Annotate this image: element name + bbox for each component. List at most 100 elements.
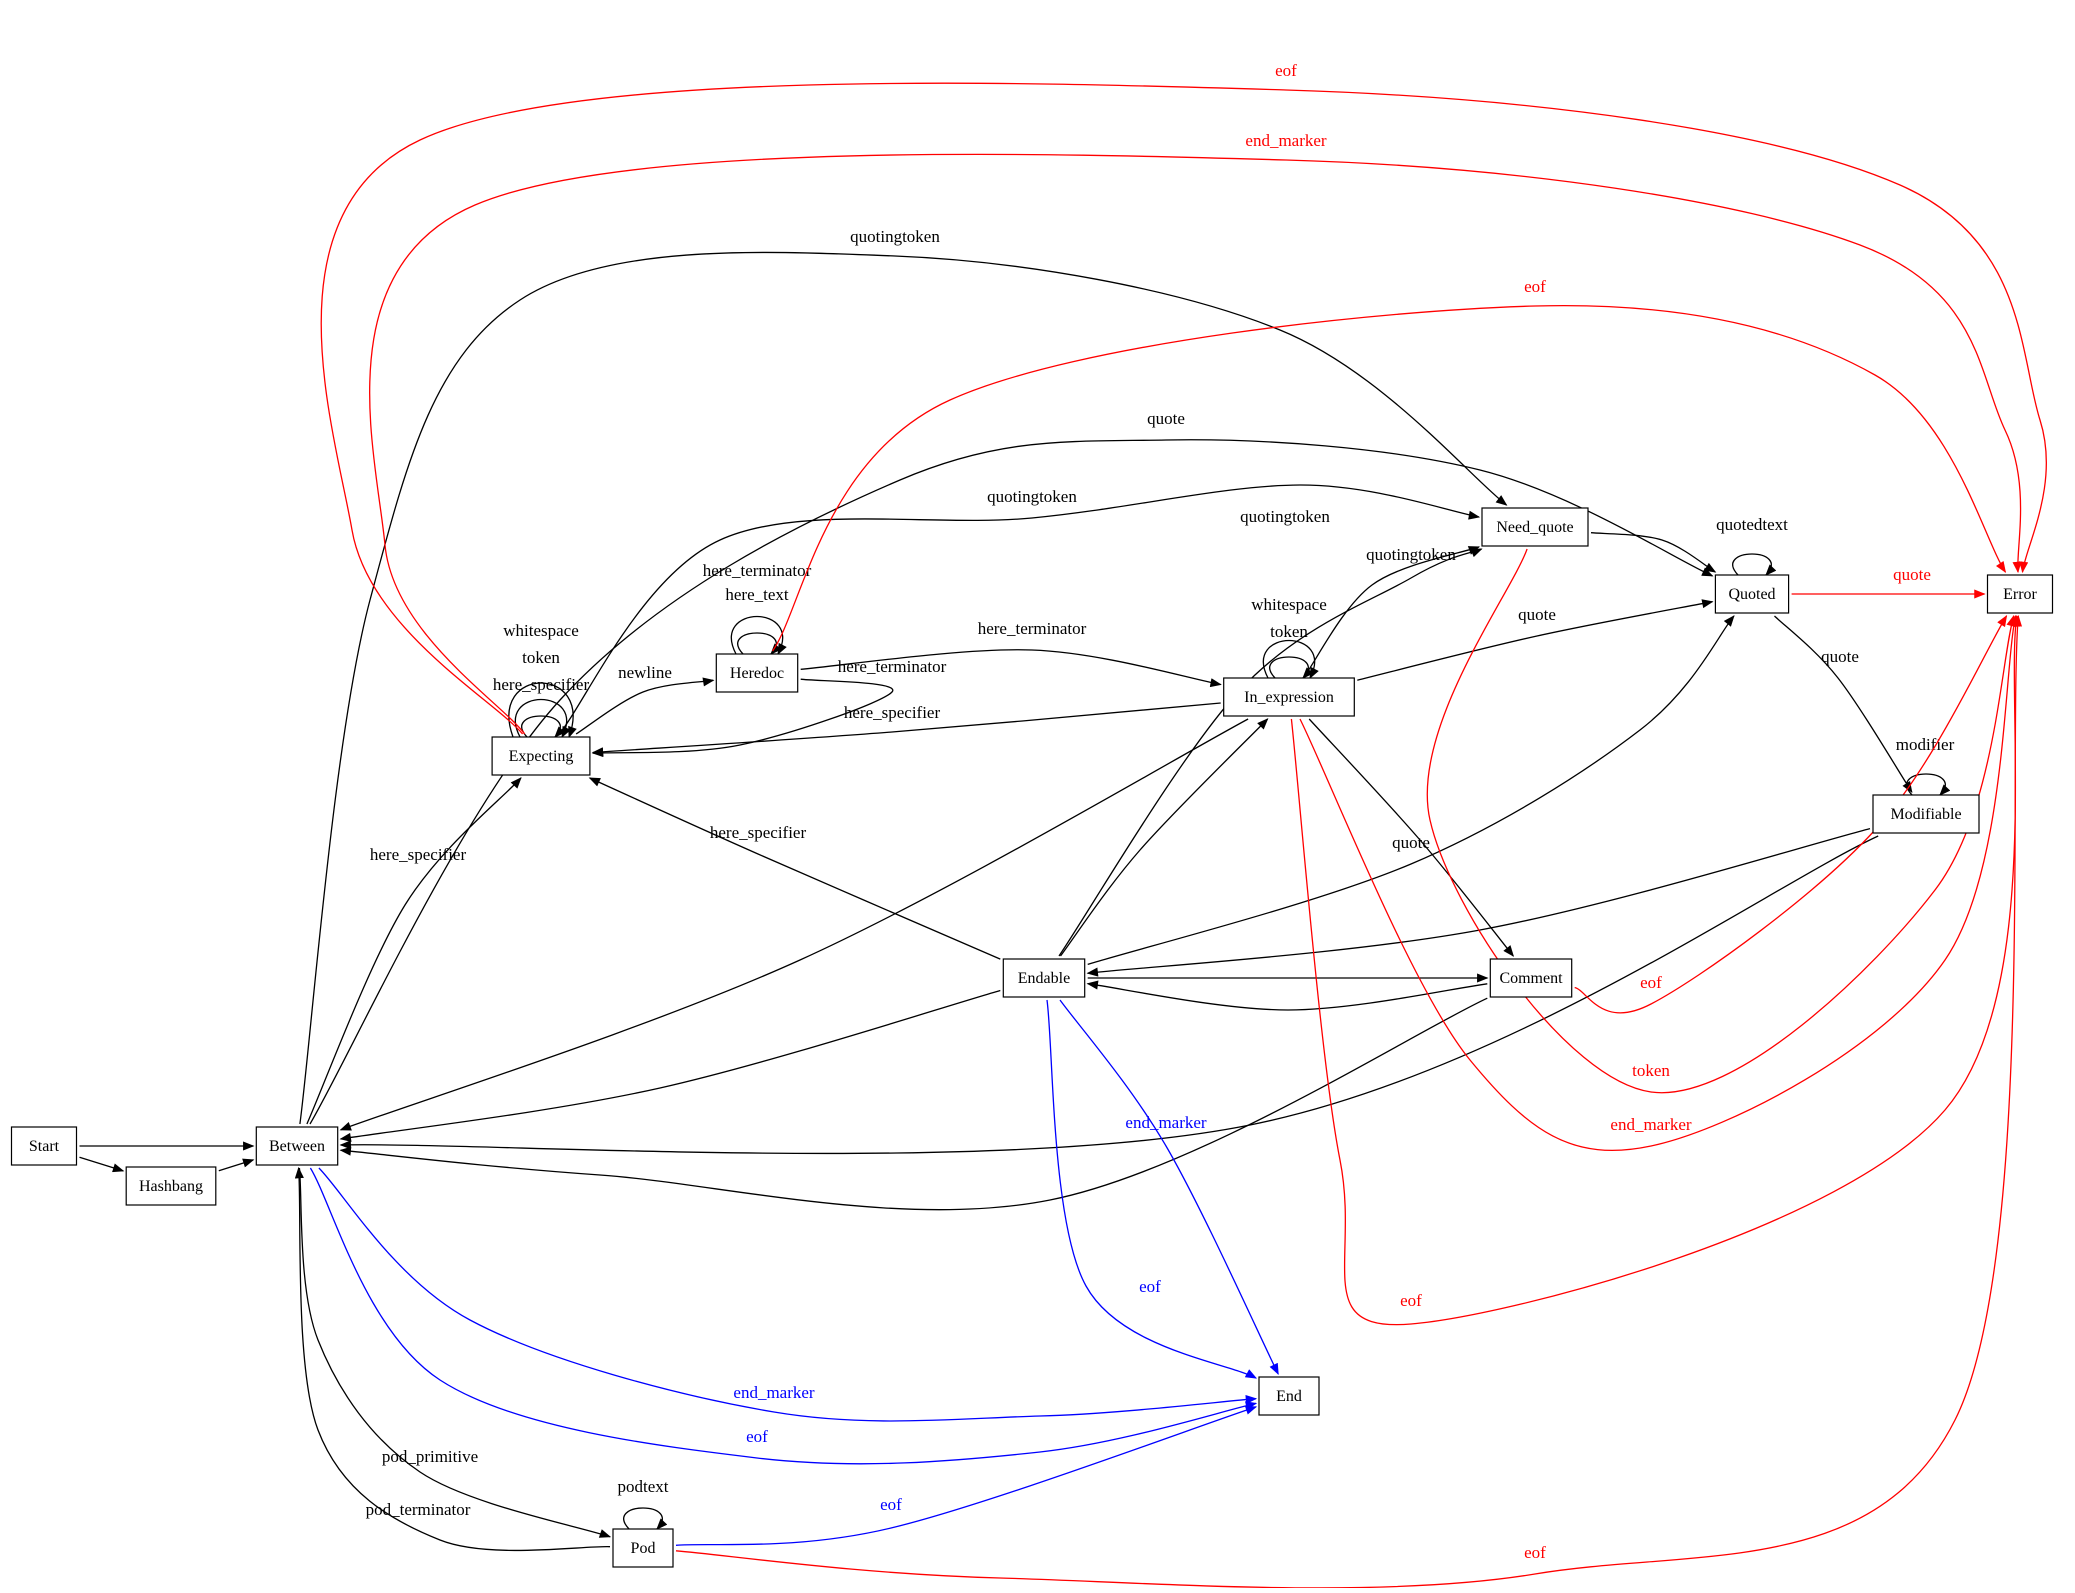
edge-label: eof: [1640, 973, 1662, 992]
node-Modifiable: Modifiable: [1872, 794, 1980, 834]
edge-label: end_marker: [1610, 1115, 1692, 1134]
node-label: Expecting: [509, 748, 574, 765]
edge-Expecting-Heredoc-newline: [575, 677, 715, 735]
node-box: [1223, 677, 1355, 717]
edges: here_specifier quotingtoken quote pod_primi…: [79, 61, 2047, 1589]
edge-Between-End-end_marker: [318, 1167, 1258, 1422]
edge-label: newline: [618, 663, 672, 682]
edge-Comment-Endable: [1086, 980, 1488, 1011]
node-label: Comment: [1499, 970, 1563, 987]
edge-In_expression-Expecting-here_specifier: [591, 702, 1221, 757]
edge-In_expression-Error-end_marker: [1299, 614, 2018, 1152]
edge-label: end_marker: [733, 1383, 815, 1402]
edge-label: token: [522, 648, 560, 667]
node-Heredoc: Heredoc: [715, 653, 799, 693]
edge-In_expression-Error-eof: [1290, 614, 2020, 1326]
edge-Pod-Pod-podtext: [623, 1507, 668, 1530]
edge-label: end_marker: [1245, 131, 1327, 150]
node-box: [491, 736, 591, 776]
edge-label: here_terminator: [838, 657, 947, 676]
edge-Between-End-eof: [309, 1167, 1258, 1465]
node-Endable: Endable: [1002, 958, 1086, 998]
edge-Comment-Error-eof: [1574, 615, 2008, 1014]
node-box: [1714, 574, 1790, 614]
node-Error: Error: [1986, 574, 2054, 614]
node-End: End: [1258, 1376, 1320, 1416]
node-box: [1986, 574, 2054, 614]
node-box: [10, 1126, 78, 1166]
edge-Heredoc-Error-eof: [772, 304, 2007, 652]
node-Start: Start: [10, 1126, 78, 1166]
node-label: Modifiable: [1890, 806, 1961, 823]
edge-Pod-Between-pod_terminator: [294, 1166, 611, 1552]
node-label: Heredoc: [730, 665, 784, 682]
edge-label: whitespace: [1251, 595, 1327, 614]
node-box: [612, 1528, 674, 1568]
edge-Hashbang-Between: [218, 1158, 255, 1172]
edge-label: pod_primitive: [382, 1447, 478, 1466]
edge-label: here_specifier: [493, 675, 590, 694]
edge-label: eof: [1275, 61, 1297, 80]
node-label: In_expression: [1244, 689, 1334, 706]
node-label: Start: [29, 1138, 60, 1155]
edge-Modifiable-Between: [339, 835, 1879, 1155]
edge-label: quote: [1821, 647, 1859, 666]
edge-Endable-Between: [339, 989, 1001, 1142]
edge-label: eof: [1524, 1543, 1546, 1562]
edge-label: here_terminator: [978, 619, 1087, 638]
edge-Heredoc-In_expression-here_terminator: [800, 649, 1222, 688]
edge-Quoted-Quoted-quotedtext: [1732, 553, 1777, 576]
edge-Endable-End-end_marker: [1059, 999, 1279, 1376]
edge-Expecting-Expecting-token: [514, 699, 571, 739]
edge-label: pod_terminator: [366, 1500, 471, 1519]
edge-Expecting-Need_quote-quotingtoken: [558, 484, 1481, 735]
edge-label: here_specifier: [844, 703, 941, 722]
edge-Quoted-Modifiable-quote: [1774, 615, 1913, 793]
edge-In_expression-Comment: [1308, 718, 1515, 957]
node-In_expression: In_expression: [1223, 677, 1355, 717]
edge-Heredoc-Expecting-here_terminator: [591, 678, 894, 758]
edge-Modifiable-Endable: [1086, 827, 1871, 977]
edge-Expecting-Expecting-here_specifier: [521, 715, 566, 738]
node-Need_quote: Need_quote: [1481, 507, 1589, 547]
node-box: [125, 1166, 217, 1206]
edge-label: quote: [1893, 565, 1931, 584]
node-box: [715, 653, 799, 693]
edge-Heredoc-Heredoc-here_text: [737, 632, 782, 655]
edge-Need_quote-Quoted: [1590, 532, 1717, 573]
edge-Heredoc-Heredoc-here_terminator: [730, 616, 787, 656]
node-Expecting: Expecting: [491, 736, 591, 776]
edge-label: eof: [1139, 1277, 1161, 1296]
edge-Between-Quoted-quote: [309, 439, 1714, 1125]
edge-label: whitespace: [503, 621, 579, 640]
edge-label: here_text: [725, 585, 789, 604]
edge-label: end_marker: [1125, 1113, 1207, 1132]
edge-Start-Hashbang: [79, 1156, 125, 1173]
edge-label: quote: [1518, 605, 1556, 624]
edge-In_expression-Need_quote-quotingtoken: [1304, 546, 1481, 676]
node-box: [1481, 507, 1589, 547]
edge-In_expression-Between: [339, 718, 1249, 1131]
edge-Between-Need_quote-quotingtoken: [299, 251, 1508, 1125]
edge-Comment-Between: [339, 997, 1488, 1211]
node-box: [255, 1126, 339, 1166]
node-label: Pod: [631, 1540, 656, 1557]
edge-label: quotingtoken: [987, 487, 1077, 506]
node-Between: Between: [255, 1126, 339, 1166]
edge-label: podtext: [618, 1477, 669, 1496]
edge-Modifiable-Modifiable-modifier: [1906, 773, 1951, 796]
edge-label: quotingtoken: [850, 227, 940, 246]
edge-label: modifier: [1896, 735, 1955, 754]
edge-label: quotedtext: [1716, 515, 1788, 534]
edge-Endable-Quoted-quote: [1087, 615, 1735, 966]
edge-label: here_specifier: [370, 845, 467, 864]
edge-label: quote: [1147, 409, 1185, 428]
node-label: Between: [269, 1138, 325, 1155]
node-label: End: [1276, 1388, 1302, 1405]
edge-label: token: [1270, 622, 1308, 641]
edge-Pod-End-eof: [675, 1405, 1258, 1546]
node-label: Quoted: [1728, 586, 1775, 603]
node-Pod: Pod: [612, 1528, 674, 1568]
